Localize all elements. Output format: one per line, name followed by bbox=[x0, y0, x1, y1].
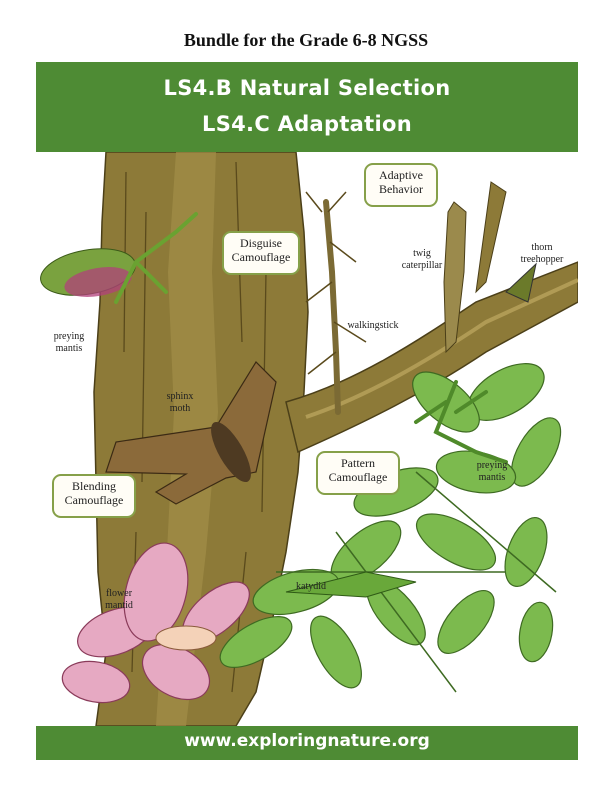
twig-side bbox=[475, 181, 507, 294]
katydid-text: katydid bbox=[296, 581, 326, 592]
twig bbox=[443, 201, 467, 354]
walkingstick-legs bbox=[305, 191, 367, 375]
sphinx-moth-line2: moth bbox=[169, 403, 191, 414]
leaf-stem-lines bbox=[276, 471, 557, 693]
preying-mantis-right-line1: preying bbox=[476, 460, 508, 471]
adaptive-behavior-line2: Behavior bbox=[379, 182, 423, 196]
disguise-camouflage-line1: Disguise bbox=[240, 236, 282, 250]
twig-caterpillar-line2: caterpillar bbox=[401, 260, 443, 271]
sphinx-moth-body bbox=[211, 421, 251, 483]
pattern-camouflage-line2: Camouflage bbox=[328, 470, 388, 484]
blending-camouflage-line2: Camouflage bbox=[64, 493, 124, 507]
blending-camouflage-box: Blending Camouflage bbox=[52, 474, 136, 518]
mantis-left-body bbox=[114, 212, 198, 304]
label-thorn-treehopper: thorn treehopper bbox=[510, 242, 574, 266]
disguise-camouflage-line2: Camouflage bbox=[231, 250, 291, 264]
bundle-subtitle: Bundle for the Grade 6-8 NGSS bbox=[183, 30, 429, 50]
preying-mantis-left-line2: mantis bbox=[55, 343, 83, 354]
thorn-treehopper-shape bbox=[505, 262, 537, 303]
pattern-camouflage-box: Pattern Camouflage bbox=[316, 451, 400, 495]
label-preying-mantis-left: preying mantis bbox=[44, 331, 94, 355]
twig-caterpillar-line1: twig bbox=[413, 248, 431, 259]
thorn-treehopper-line2: treehopper bbox=[520, 254, 564, 265]
banner-title-adaptation: LS4.C Adaptation bbox=[202, 112, 412, 136]
preying-mantis-left-line1: preying bbox=[53, 331, 85, 342]
label-flower-mantid: flower mantid bbox=[96, 588, 142, 612]
thorn-treehopper-line1: thorn bbox=[531, 242, 553, 253]
label-sphinx-moth: sphinx moth bbox=[158, 391, 202, 415]
flower-mantid-body bbox=[155, 625, 217, 651]
label-twig-caterpillar: twig caterpillar bbox=[392, 248, 452, 272]
mantis-right-body bbox=[414, 380, 508, 464]
sphinx-moth-line1: sphinx bbox=[166, 391, 194, 402]
label-katydid: katydid bbox=[286, 581, 336, 593]
preying-mantis-right-line2: mantis bbox=[478, 472, 506, 483]
walkingstick-text: walkingstick bbox=[347, 320, 399, 331]
pattern-camouflage-line1: Pattern bbox=[341, 456, 375, 470]
adaptive-behavior-box: Adaptive Behavior bbox=[364, 163, 438, 207]
mantis-left-wing-pink bbox=[64, 267, 132, 297]
flower-mantid-line1: flower bbox=[105, 588, 133, 599]
blending-camouflage-line1: Blending bbox=[72, 479, 116, 493]
camouflage-illustration bbox=[40, 152, 578, 726]
adaptive-behavior-line1: Adaptive bbox=[379, 168, 423, 182]
title-banner: LS4.B Natural Selection LS4.C Adaptation bbox=[36, 62, 578, 152]
footer-bar: www.exploringnature.org bbox=[36, 726, 578, 760]
label-preying-mantis-right: preying mantis bbox=[466, 460, 518, 484]
footer-url-link[interactable]: www.exploringnature.org bbox=[184, 731, 430, 751]
branch-highlight bbox=[305, 278, 578, 419]
walkingstick-body bbox=[323, 199, 341, 415]
banner-title-natural-selection: LS4.B Natural Selection bbox=[163, 76, 451, 100]
flower-mantid-line2: mantid bbox=[105, 600, 133, 611]
label-walkingstick: walkingstick bbox=[336, 320, 410, 332]
disguise-camouflage-box: Disguise Camouflage bbox=[222, 231, 300, 275]
katydid-body bbox=[285, 571, 417, 598]
